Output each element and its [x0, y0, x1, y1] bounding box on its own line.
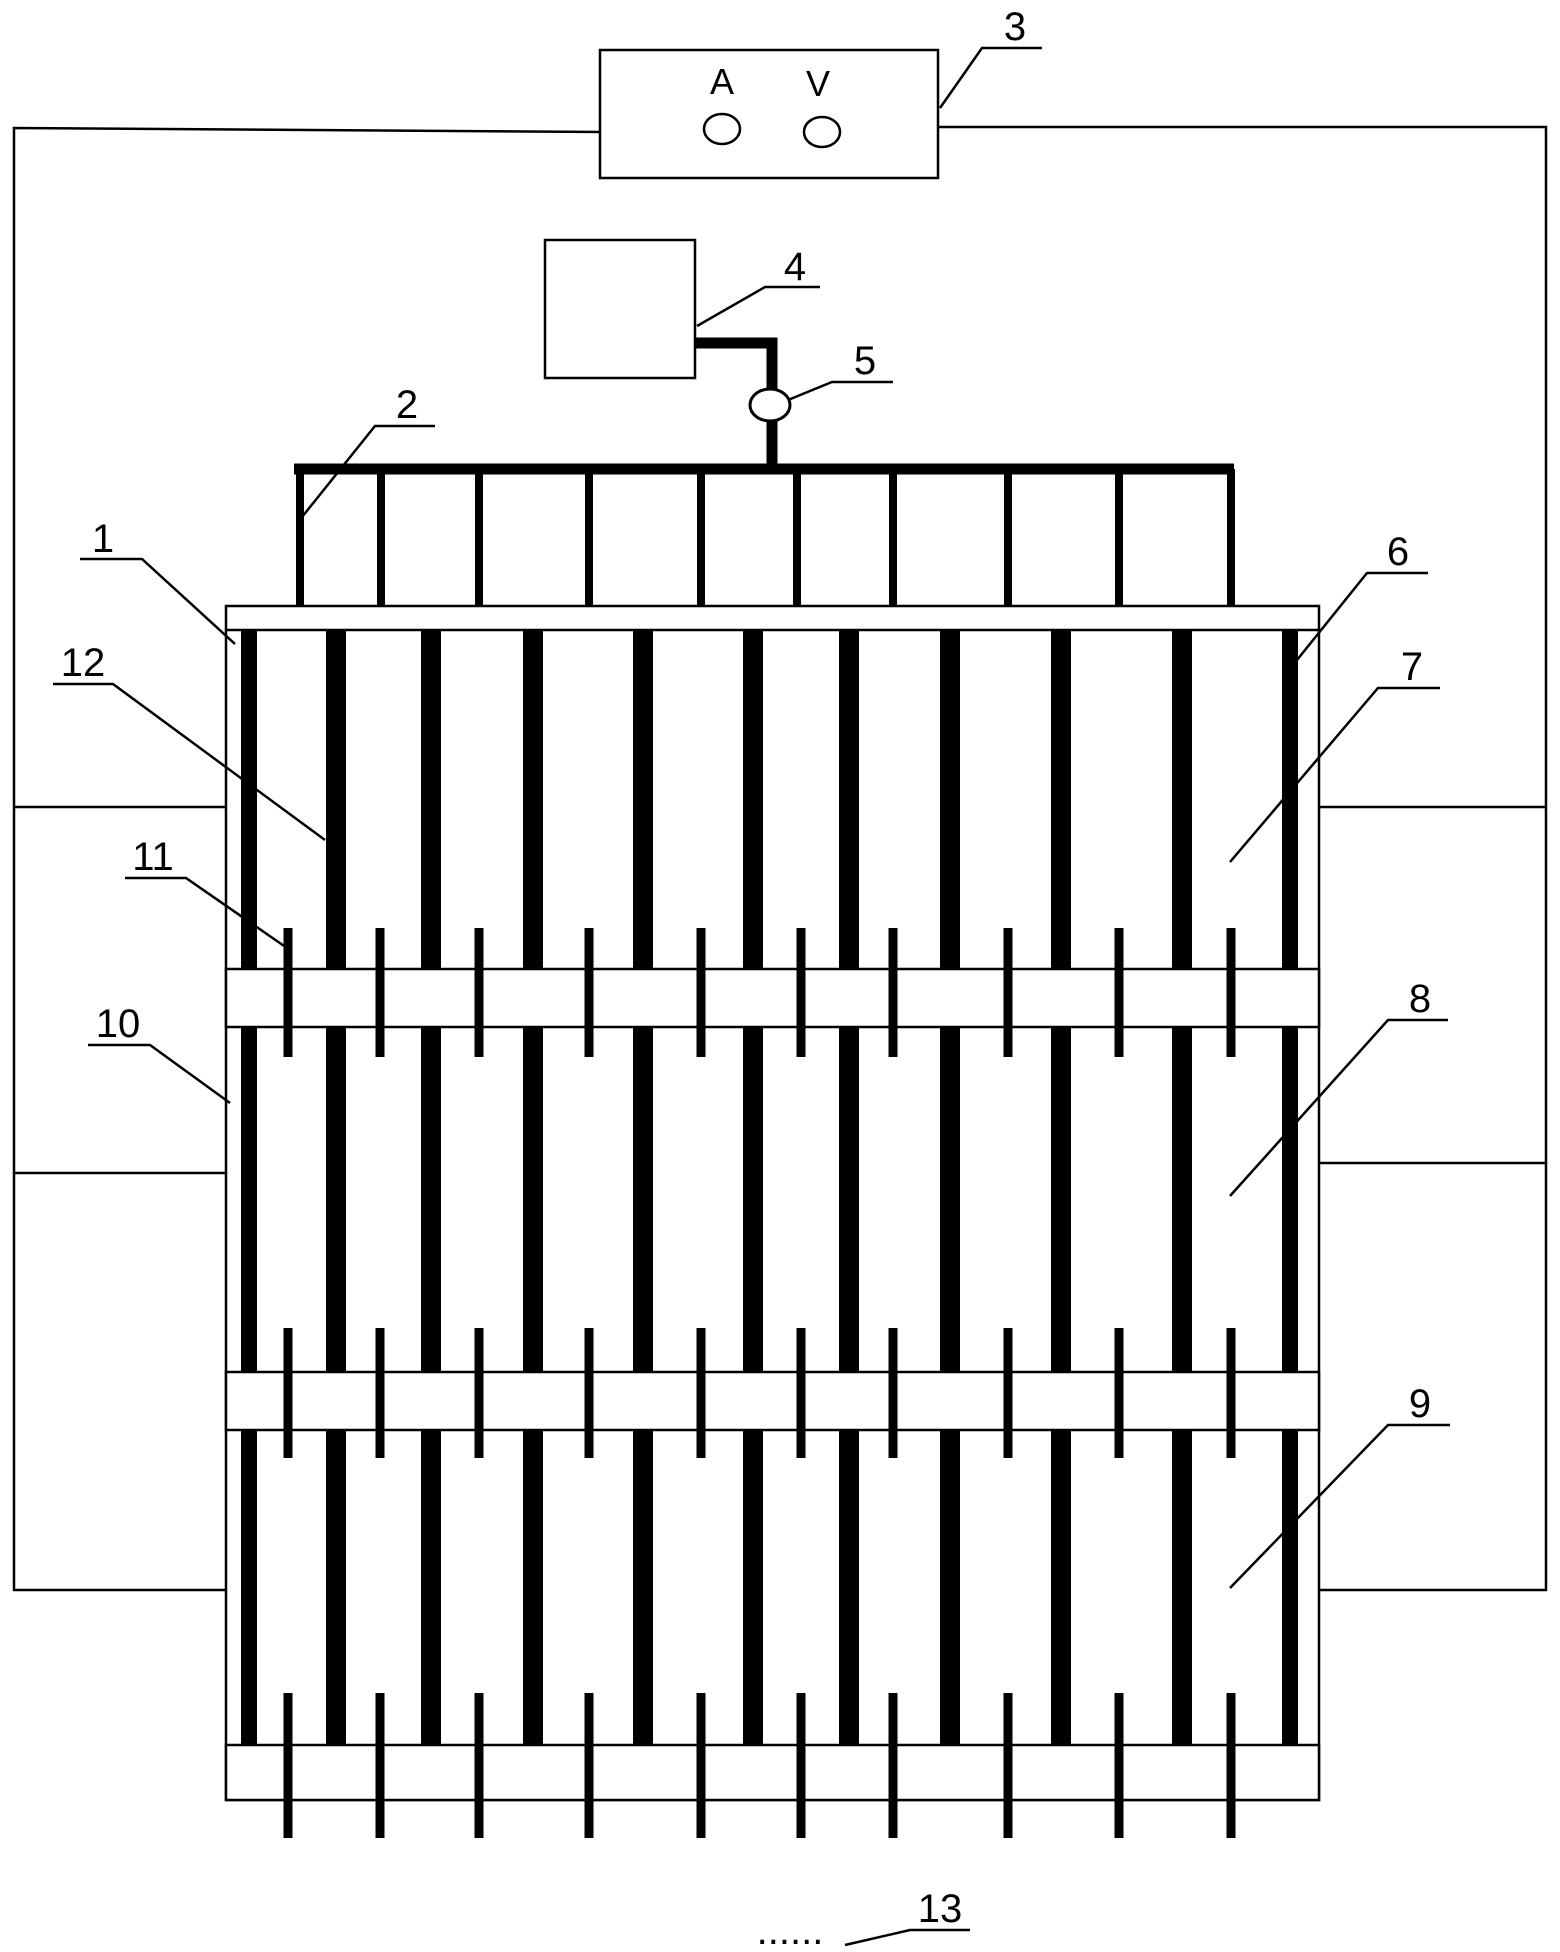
electrode-bar: [1051, 630, 1071, 969]
leader-12: [53, 682, 326, 842]
leader-2: [297, 424, 435, 523]
separator-band: [224, 967, 1321, 1029]
electrode-bar: [421, 1027, 441, 1372]
wire-right-top: [938, 125, 1548, 1592]
callout-labels: 3 4 5 2 1 12 6 7 11 10 8 9 13 ......: [61, 5, 1431, 1952]
ammeter-dial-icon: [702, 112, 742, 146]
leader-4: [696, 285, 820, 328]
leader-3: [938, 46, 1042, 109]
electrode-bar: [241, 630, 257, 969]
wire-left-top: [12, 126, 603, 1592]
callout-9: 9: [1409, 1382, 1431, 1426]
callout-8: 8: [1409, 977, 1431, 1021]
leader-8: [1229, 1018, 1448, 1197]
cell-assembly: [224, 604, 1321, 1838]
electrode-bar: [523, 1027, 543, 1372]
electrode-bar: [523, 630, 543, 969]
leader-6: [1296, 571, 1428, 661]
callout-4: 4: [784, 245, 806, 289]
electrode-bar: [1172, 630, 1192, 969]
electrode-bar: [1051, 1430, 1071, 1745]
leader-5: [787, 380, 893, 402]
manifold-pipe-group: [294, 420, 1235, 630]
electrode-bar: [241, 1027, 257, 1372]
electrode-bar: [743, 1027, 763, 1372]
leader-13: [844, 1928, 970, 1947]
electrode-bar: [241, 1430, 257, 1745]
outer-frame: [224, 604, 1321, 1802]
electrode-bar: [1172, 1027, 1192, 1372]
leader-1: [80, 557, 236, 645]
electrode-bars: [241, 630, 1298, 1745]
electrode-bar: [839, 1430, 859, 1745]
electrode-bar: [523, 1430, 543, 1745]
separator-pins: [283, 928, 1236, 1838]
power-supply-frame: [598, 48, 940, 180]
callout-12: 12: [61, 641, 106, 685]
electrode-bar: [1051, 1027, 1071, 1372]
electrode-bar: [940, 1430, 960, 1745]
electrode-bar: [421, 630, 441, 969]
leader-7: [1229, 686, 1440, 863]
electrode-bar: [326, 1027, 346, 1372]
electrode-bar: [839, 1027, 859, 1372]
leader-10: [88, 1043, 231, 1105]
circuit-wires: [12, 125, 1548, 1592]
electrode-bar: [743, 1430, 763, 1745]
electrode-bar: [633, 630, 653, 969]
electrode-bar: [839, 630, 859, 969]
electrode-bar: [1282, 1027, 1298, 1372]
electrode-bar: [326, 1430, 346, 1745]
callout-1: 1: [92, 517, 114, 561]
electrode-bar: [940, 1027, 960, 1372]
electrode-bar: [743, 630, 763, 969]
callout-leaders: [53, 46, 1450, 1947]
electrode-bar: [633, 1027, 653, 1372]
separator-band: [224, 1370, 1321, 1432]
power-supply-box: A V: [598, 48, 940, 180]
reservoir-and-manifold: [294, 238, 1235, 630]
callout-11: 11: [132, 835, 174, 879]
ellipsis-dots: ......: [757, 1909, 824, 1947]
ammeter-letter: A: [710, 61, 734, 102]
leader-11: [125, 876, 288, 950]
electrode-bar: [421, 1430, 441, 1745]
voltmeter-letter: V: [806, 63, 830, 104]
callout-10: 10: [96, 1002, 141, 1046]
callout-13: 13: [918, 1887, 963, 1931]
electrode-bar: [940, 630, 960, 969]
electrode-bar: [326, 630, 346, 969]
valve-icon: [748, 387, 792, 423]
reservoir-box: [543, 238, 697, 380]
electrode-bar: [633, 1430, 653, 1745]
callout-6: 6: [1387, 530, 1409, 574]
callout-7: 7: [1401, 645, 1423, 689]
separator-bands: [224, 967, 1321, 1802]
callout-2: 2: [396, 383, 418, 427]
leader-9: [1229, 1423, 1450, 1589]
callout-5: 5: [854, 339, 876, 383]
callout-3: 3: [1004, 5, 1026, 49]
electrode-bar: [1172, 1430, 1192, 1745]
electrode-bar: [1282, 630, 1298, 969]
electrode-bar: [1282, 1430, 1298, 1745]
separator-band: [224, 1743, 1321, 1802]
voltmeter-dial-icon: [802, 115, 842, 149]
